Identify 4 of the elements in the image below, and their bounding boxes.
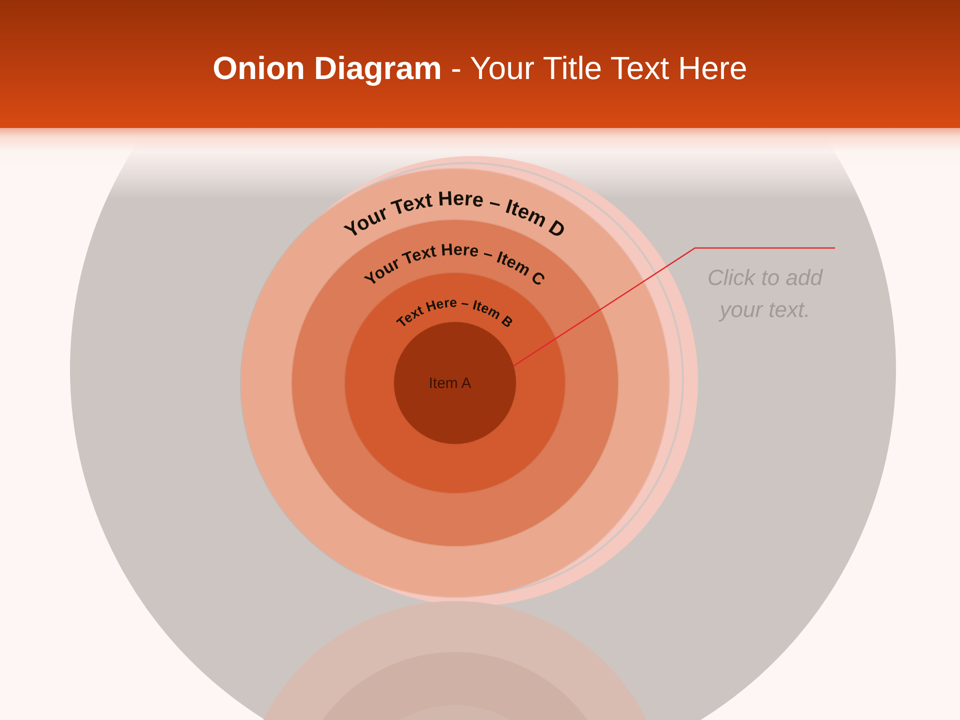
title-text: Onion Diagram - Your Title Text Here bbox=[212, 50, 748, 86]
leader-line bbox=[513, 247, 835, 366]
ring-label: Your Text Here – Item D bbox=[341, 188, 569, 243]
core-label: Item A bbox=[428, 374, 472, 392]
